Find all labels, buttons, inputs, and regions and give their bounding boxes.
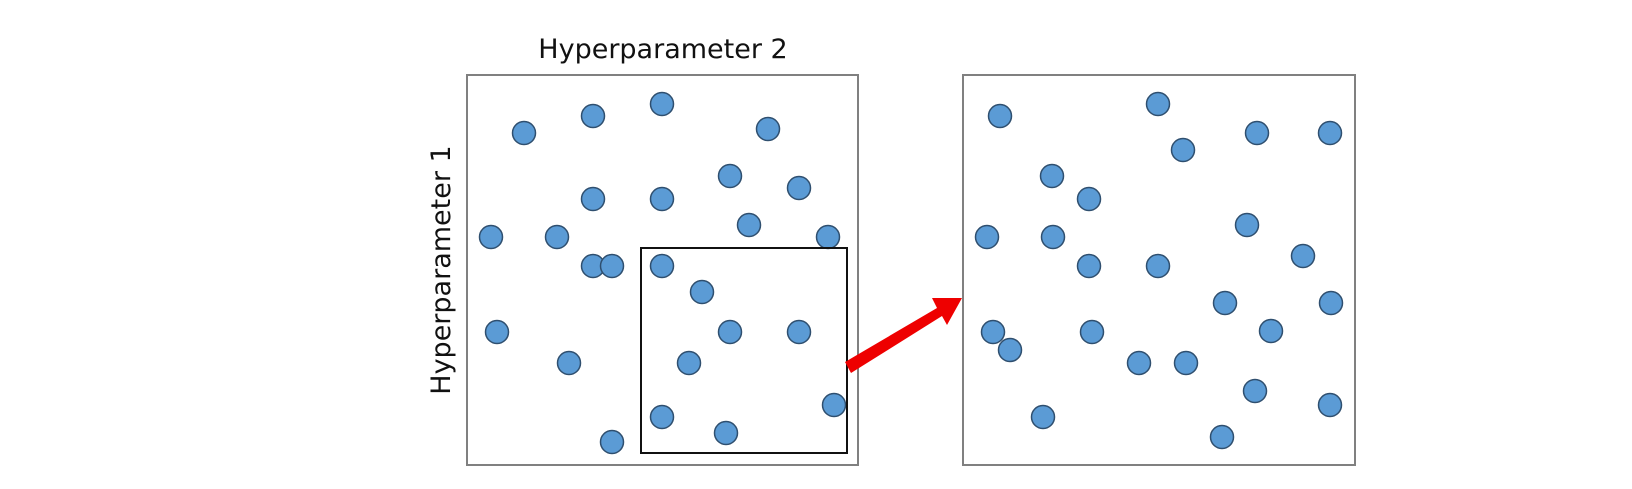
sample-point: [1212, 290, 1238, 316]
sample-point: [717, 319, 743, 345]
sample-point: [1145, 253, 1171, 279]
sample-point: [717, 163, 743, 189]
sample-point: [1039, 163, 1065, 189]
sample-point: [1258, 318, 1284, 344]
sample-point: [1145, 91, 1171, 117]
red-arrow-icon: [845, 298, 962, 373]
sample-point: [1234, 212, 1260, 238]
x-axis-label: Hyperparameter 2: [538, 34, 787, 65]
sample-point: [974, 224, 1000, 250]
sample-point: [511, 120, 537, 146]
sample-point: [1173, 350, 1199, 376]
sample-point: [676, 350, 702, 376]
sample-point: [580, 103, 606, 129]
sample-point: [786, 319, 812, 345]
sample-point: [1290, 243, 1316, 269]
zoom-region-box: [640, 247, 848, 454]
sample-point: [815, 224, 841, 250]
sample-point: [786, 175, 812, 201]
sample-point: [980, 319, 1006, 345]
sample-point: [1030, 404, 1056, 430]
sample-point: [649, 404, 675, 430]
sample-point: [1318, 290, 1344, 316]
sample-point: [649, 253, 675, 279]
sample-point: [1076, 186, 1102, 212]
sample-point: [1076, 253, 1102, 279]
sample-point: [1079, 319, 1105, 345]
sample-point: [580, 186, 606, 212]
sample-point: [544, 224, 570, 250]
sample-point: [649, 91, 675, 117]
sample-point: [1244, 120, 1270, 146]
sample-point: [736, 212, 762, 238]
sample-point: [821, 392, 847, 418]
right-panel-points: [974, 91, 1344, 450]
sample-point: [1170, 137, 1196, 163]
sample-point: [689, 279, 715, 305]
sample-point: [599, 253, 625, 279]
sample-point: [1317, 120, 1343, 146]
sample-point: [1317, 392, 1343, 418]
sample-point: [755, 116, 781, 142]
sample-point: [484, 319, 510, 345]
sample-point: [1209, 424, 1235, 450]
sample-point: [1242, 378, 1268, 404]
sample-point: [997, 337, 1023, 363]
sample-point: [478, 224, 504, 250]
sample-point: [713, 420, 739, 446]
y-axis-label: Hyperparameter 1: [426, 145, 457, 394]
left-panel-points: [478, 91, 847, 455]
sample-point: [556, 350, 582, 376]
sample-point: [649, 186, 675, 212]
sample-point: [599, 429, 625, 455]
sample-point: [1040, 224, 1066, 250]
sample-point: [987, 103, 1013, 129]
sample-point: [1126, 350, 1152, 376]
